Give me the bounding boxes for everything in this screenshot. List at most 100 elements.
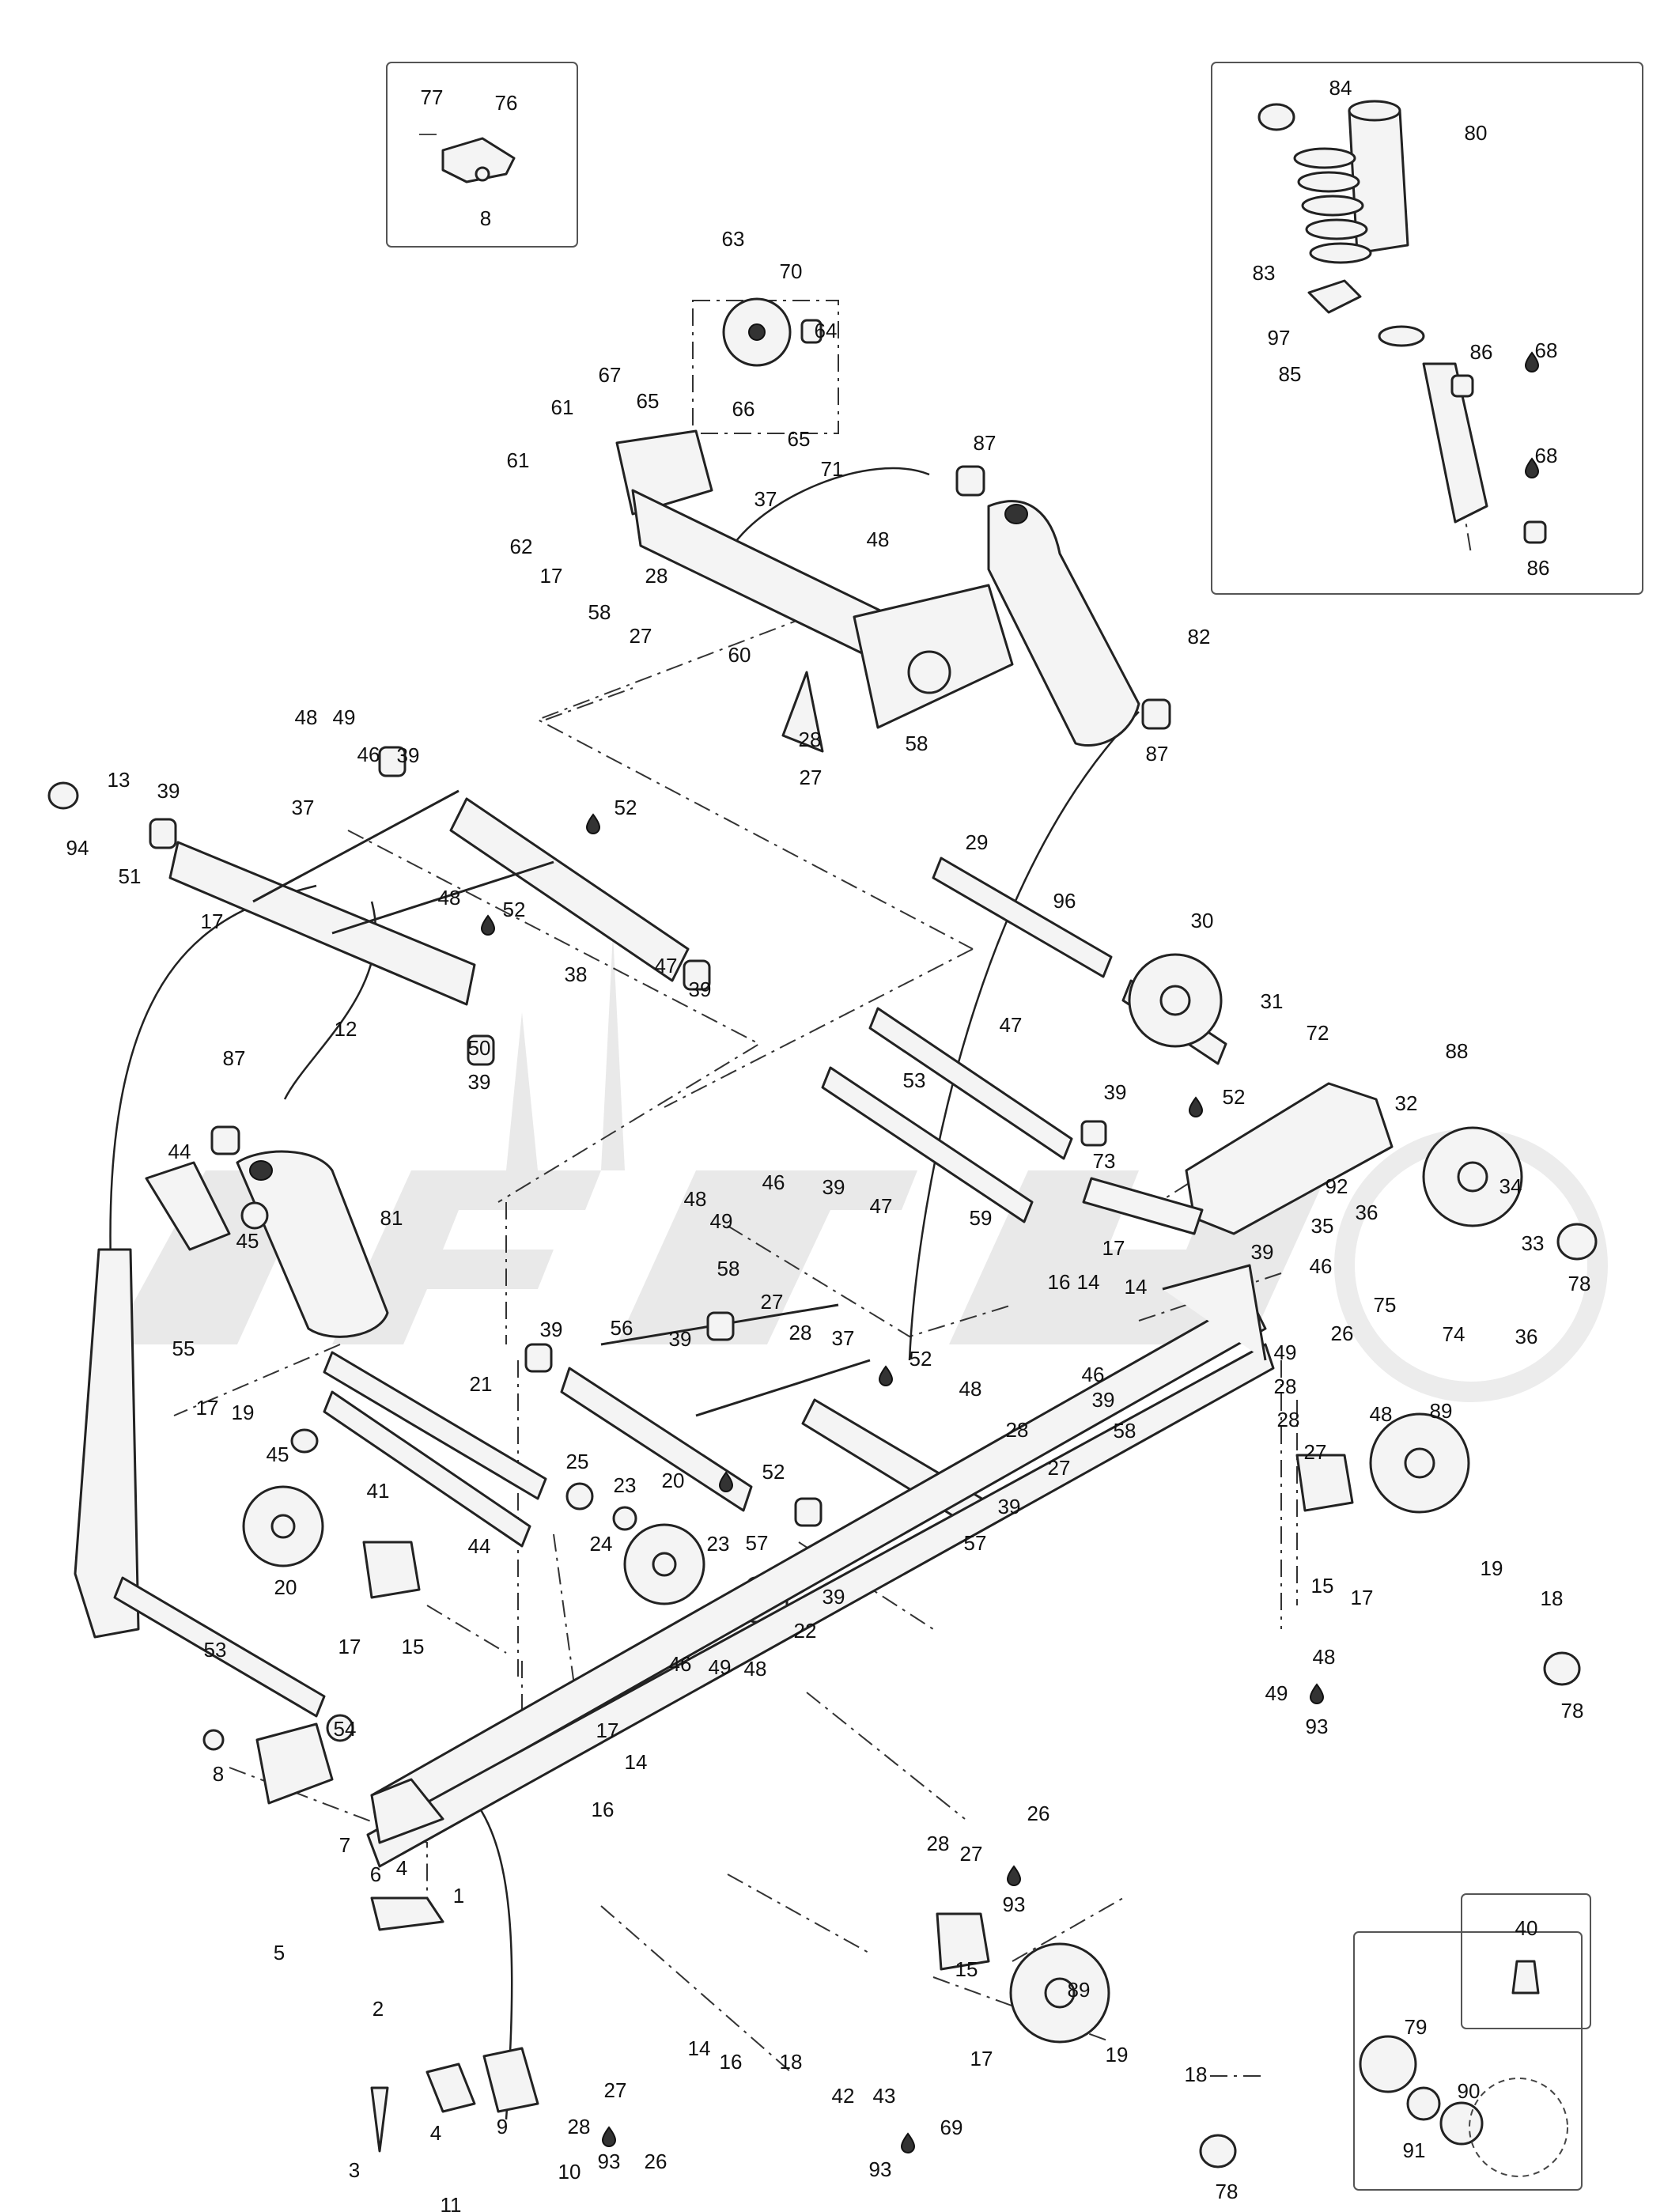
part-callout-89: 89 <box>1430 1399 1453 1423</box>
part-callout-73: 73 <box>1093 1149 1116 1173</box>
part-callout-80: 80 <box>1465 121 1488 145</box>
shock-spring-parts <box>1257 100 1547 544</box>
part-callout-59: 59 <box>970 1206 993 1230</box>
part-callout-22: 22 <box>794 1619 817 1643</box>
part-callout-26: 26 <box>1027 1802 1050 1825</box>
part-callout-27: 27 <box>630 624 652 648</box>
part-callout-34: 34 <box>1499 1174 1522 1198</box>
part-callout-86: 86 <box>1470 340 1493 364</box>
part-callout-39: 39 <box>823 1175 845 1199</box>
part-callout-45: 45 <box>236 1229 259 1253</box>
part-callout-94: 94 <box>66 836 89 860</box>
part-callout-23: 23 <box>707 1532 730 1556</box>
part-callout-66: 66 <box>732 397 755 421</box>
part-callout-93: 93 <box>869 2157 892 2181</box>
part-callout-91: 91 <box>1403 2138 1426 2162</box>
part-callout-24: 24 <box>590 1532 613 1556</box>
part-callout-33: 33 <box>1522 1231 1545 1255</box>
part-callout-48: 48 <box>295 705 318 729</box>
part-callout-42: 42 <box>832 2084 855 2108</box>
part-callout-49: 49 <box>709 1655 732 1679</box>
part-callout-39: 39 <box>669 1327 692 1351</box>
rear-arm-axles <box>821 856 1227 1223</box>
part-callout-28: 28 <box>1277 1408 1300 1431</box>
part-callout-67: 67 <box>599 363 622 387</box>
part-callout-19: 19 <box>1106 2043 1129 2066</box>
inset-idler-wheel-bearing <box>1353 1931 1583 2191</box>
part-callout-65: 65 <box>637 389 660 413</box>
part-callout-38: 38 <box>565 962 588 986</box>
part-callout-11: 11 <box>441 2193 462 2212</box>
part-callout-49: 49 <box>333 705 356 729</box>
part-callout-48: 48 <box>684 1187 707 1211</box>
part-callout-47: 47 <box>870 1194 893 1218</box>
part-callout-29: 29 <box>966 830 989 854</box>
rear-wheel <box>1422 1126 1598 1261</box>
front-arm-housing <box>615 297 1014 753</box>
part-callout-28: 28 <box>799 728 822 751</box>
inset-cover-plate <box>386 62 578 248</box>
part-callout-15: 15 <box>955 1957 978 1981</box>
center-arm <box>524 1303 990 1532</box>
part-callout-61: 61 <box>507 448 530 472</box>
part-callout-92: 92 <box>1326 1174 1348 1198</box>
part-callout-77: 77 <box>421 85 444 109</box>
part-callout-53: 53 <box>903 1068 926 1092</box>
part-callout-16: 16 <box>1048 1270 1071 1294</box>
rear-shock-absorber <box>955 465 1171 747</box>
part-callout-39: 39 <box>157 779 180 803</box>
part-callout-25: 25 <box>566 1450 589 1473</box>
part-callout-26: 26 <box>645 2150 667 2173</box>
part-callout-10: 10 <box>558 2160 581 2184</box>
part-callout-76: 76 <box>495 91 518 115</box>
part-callout-46: 46 <box>357 743 380 766</box>
part-callout-50: 50 <box>468 1036 491 1060</box>
part-callout-46: 46 <box>669 1652 692 1676</box>
part-callout-71: 71 <box>821 457 844 481</box>
part-callout-97: 97 <box>1268 326 1291 350</box>
part-callout-2: 2 <box>373 1997 384 2021</box>
part-callout-78: 78 <box>1216 2180 1239 2203</box>
part-callout-89: 89 <box>1068 1978 1091 2002</box>
part-callout-57: 57 <box>964 1531 987 1555</box>
part-callout-52: 52 <box>910 1347 932 1371</box>
part-callout-68: 68 <box>1535 444 1558 467</box>
part-callout-53: 53 <box>204 1638 227 1662</box>
idler-bearing-parts <box>1359 2035 1568 2177</box>
part-callout-84: 84 <box>1329 76 1352 100</box>
part-callout-17: 17 <box>201 909 224 933</box>
part-callout-17: 17 <box>1102 1236 1125 1260</box>
upper-idler-wheel <box>1128 953 1223 1048</box>
part-callout-52: 52 <box>1223 1085 1246 1109</box>
part-callout-17: 17 <box>338 1635 361 1658</box>
part-callout-93: 93 <box>598 2150 621 2173</box>
part-callout-4: 4 <box>396 1856 407 1880</box>
part-callout-48: 48 <box>1313 1645 1336 1669</box>
part-callout-58: 58 <box>717 1257 740 1280</box>
part-callout-49: 49 <box>710 1209 733 1233</box>
part-callout-39: 39 <box>998 1495 1021 1518</box>
part-callout-7: 7 <box>339 1833 350 1857</box>
part-callout-56: 56 <box>611 1316 633 1340</box>
part-callout-87: 87 <box>223 1046 246 1070</box>
part-callout-14: 14 <box>1077 1270 1100 1294</box>
part-callout-39: 39 <box>468 1070 491 1094</box>
part-callout-39: 39 <box>397 743 420 767</box>
part-callout-18: 18 <box>780 2050 803 2074</box>
part-callout-43: 43 <box>873 2084 896 2108</box>
part-callout-82: 82 <box>1188 625 1211 648</box>
part-callout-52: 52 <box>503 898 526 921</box>
part-callout-52: 52 <box>615 796 637 819</box>
part-callout-48: 48 <box>438 886 461 909</box>
part-callout-28: 28 <box>1274 1374 1297 1398</box>
part-callout-45: 45 <box>267 1443 289 1466</box>
part-callout-48: 48 <box>744 1657 767 1681</box>
part-callout-90: 90 <box>1458 2079 1481 2103</box>
part-callout-4: 4 <box>430 2121 441 2145</box>
part-callout-58: 58 <box>906 732 928 755</box>
part-callout-81: 81 <box>380 1206 403 1230</box>
part-callout-93: 93 <box>1306 1715 1329 1738</box>
part-callout-87: 87 <box>1146 742 1169 766</box>
part-callout-17: 17 <box>970 2047 993 2070</box>
